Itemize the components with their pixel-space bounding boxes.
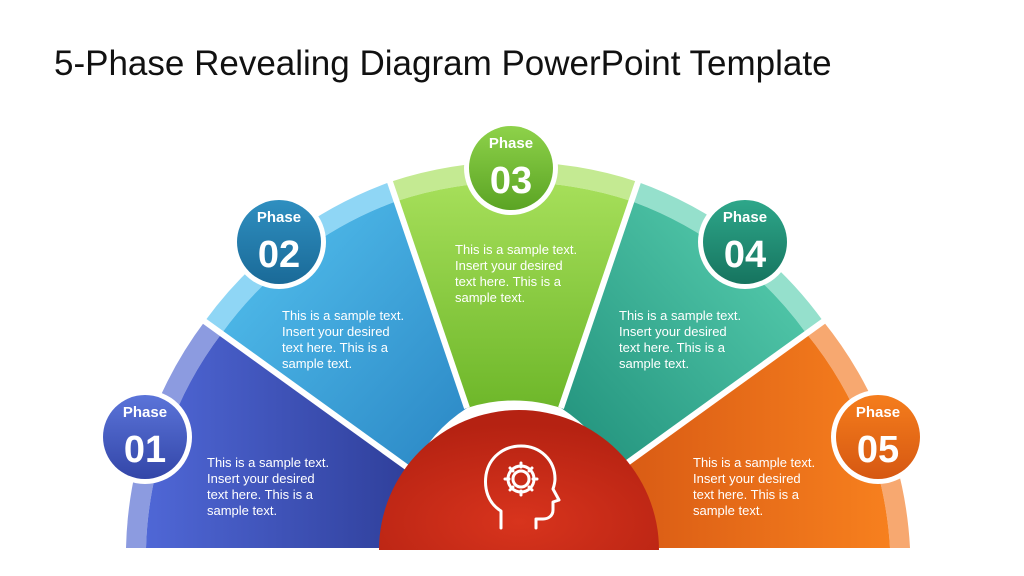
segment-phase-05 [616,333,890,548]
segment-phase-03 [397,182,631,408]
phase-04-number: 04 [724,234,766,276]
phase-01-text-line: sample text. [207,503,277,518]
phase-badge-05: Phase 05 [831,390,925,484]
phase-05-text-line: sample text. [693,503,763,518]
phase-01-label: Phase [123,404,167,421]
divider-3 [558,175,643,409]
phase-01-description: This is a sample text. Insert your desir… [207,455,329,518]
phase-badge-01: Phase 01 [98,390,192,484]
phase-01-number: 01 [124,429,166,471]
phase-03-text-line: text here. This is a [455,274,562,289]
phase-05-text-line: This is a sample text. [693,455,815,470]
phase-04-text-line: Insert your desired [619,324,727,339]
rim-phase-05 [806,321,910,548]
divider-1 [198,315,414,474]
phase-badge-04: Phase 04 [698,195,792,289]
phase-02-text-line: This is a sample text. [282,308,404,323]
slide-title: 5-Phase Revealing Diagram PowerPoint Tem… [54,44,832,83]
phase-02-number: 02 [258,234,300,276]
divider-2 [385,175,470,409]
phase-05-description: This is a sample text. Insert your desir… [693,455,815,518]
segment-phase-01 [146,333,412,548]
phase-05-text-line: Insert your desired [693,471,801,486]
phase-05-number: 05 [857,429,899,471]
head-gear-icon [484,444,561,530]
rim-phase-02 [205,182,397,333]
phase-03-label: Phase [489,135,533,152]
phase-01-text-line: This is a sample text. [207,455,329,470]
phase-03-description: This is a sample text. Insert your desir… [455,242,577,305]
phase-04-text-line: This is a sample text. [619,308,741,323]
phase-03-text-line: sample text. [455,290,525,305]
phase-02-text-line: Insert your desired [282,324,390,339]
phase-04-text-line: text here. This is a [619,340,726,355]
phase-01-text-line: text here. This is a [207,487,314,502]
phase-03-text-line: Insert your desired [455,258,563,273]
phase-04-description: This is a sample text. Insert your desir… [619,308,741,371]
divider-4 [614,315,830,474]
segment-dividers [198,175,830,474]
phase-04-label: Phase [723,209,767,226]
phase-02-text-line: sample text. [282,356,352,371]
phase-02-description: This is a sample text. Insert your desir… [282,308,404,371]
phase-03-text-line: This is a sample text. [455,242,577,257]
phase-03-number: 03 [490,160,532,202]
phase-02-label: Phase [257,209,301,226]
phase-badge-03: Phase 03 [464,121,558,215]
phase-04-text-line: sample text. [619,356,689,371]
phase-01-text-line: Insert your desired [207,471,315,486]
rim-phase-04 [631,182,823,333]
phase-05-text-line: text here. This is a [693,487,800,502]
phase-02-text-line: text here. This is a [282,340,389,355]
phase-05-label: Phase [856,404,900,421]
center-hub [379,410,659,550]
rim-phase-01 [126,321,222,548]
phase-badge-02: Phase 02 [232,195,326,289]
